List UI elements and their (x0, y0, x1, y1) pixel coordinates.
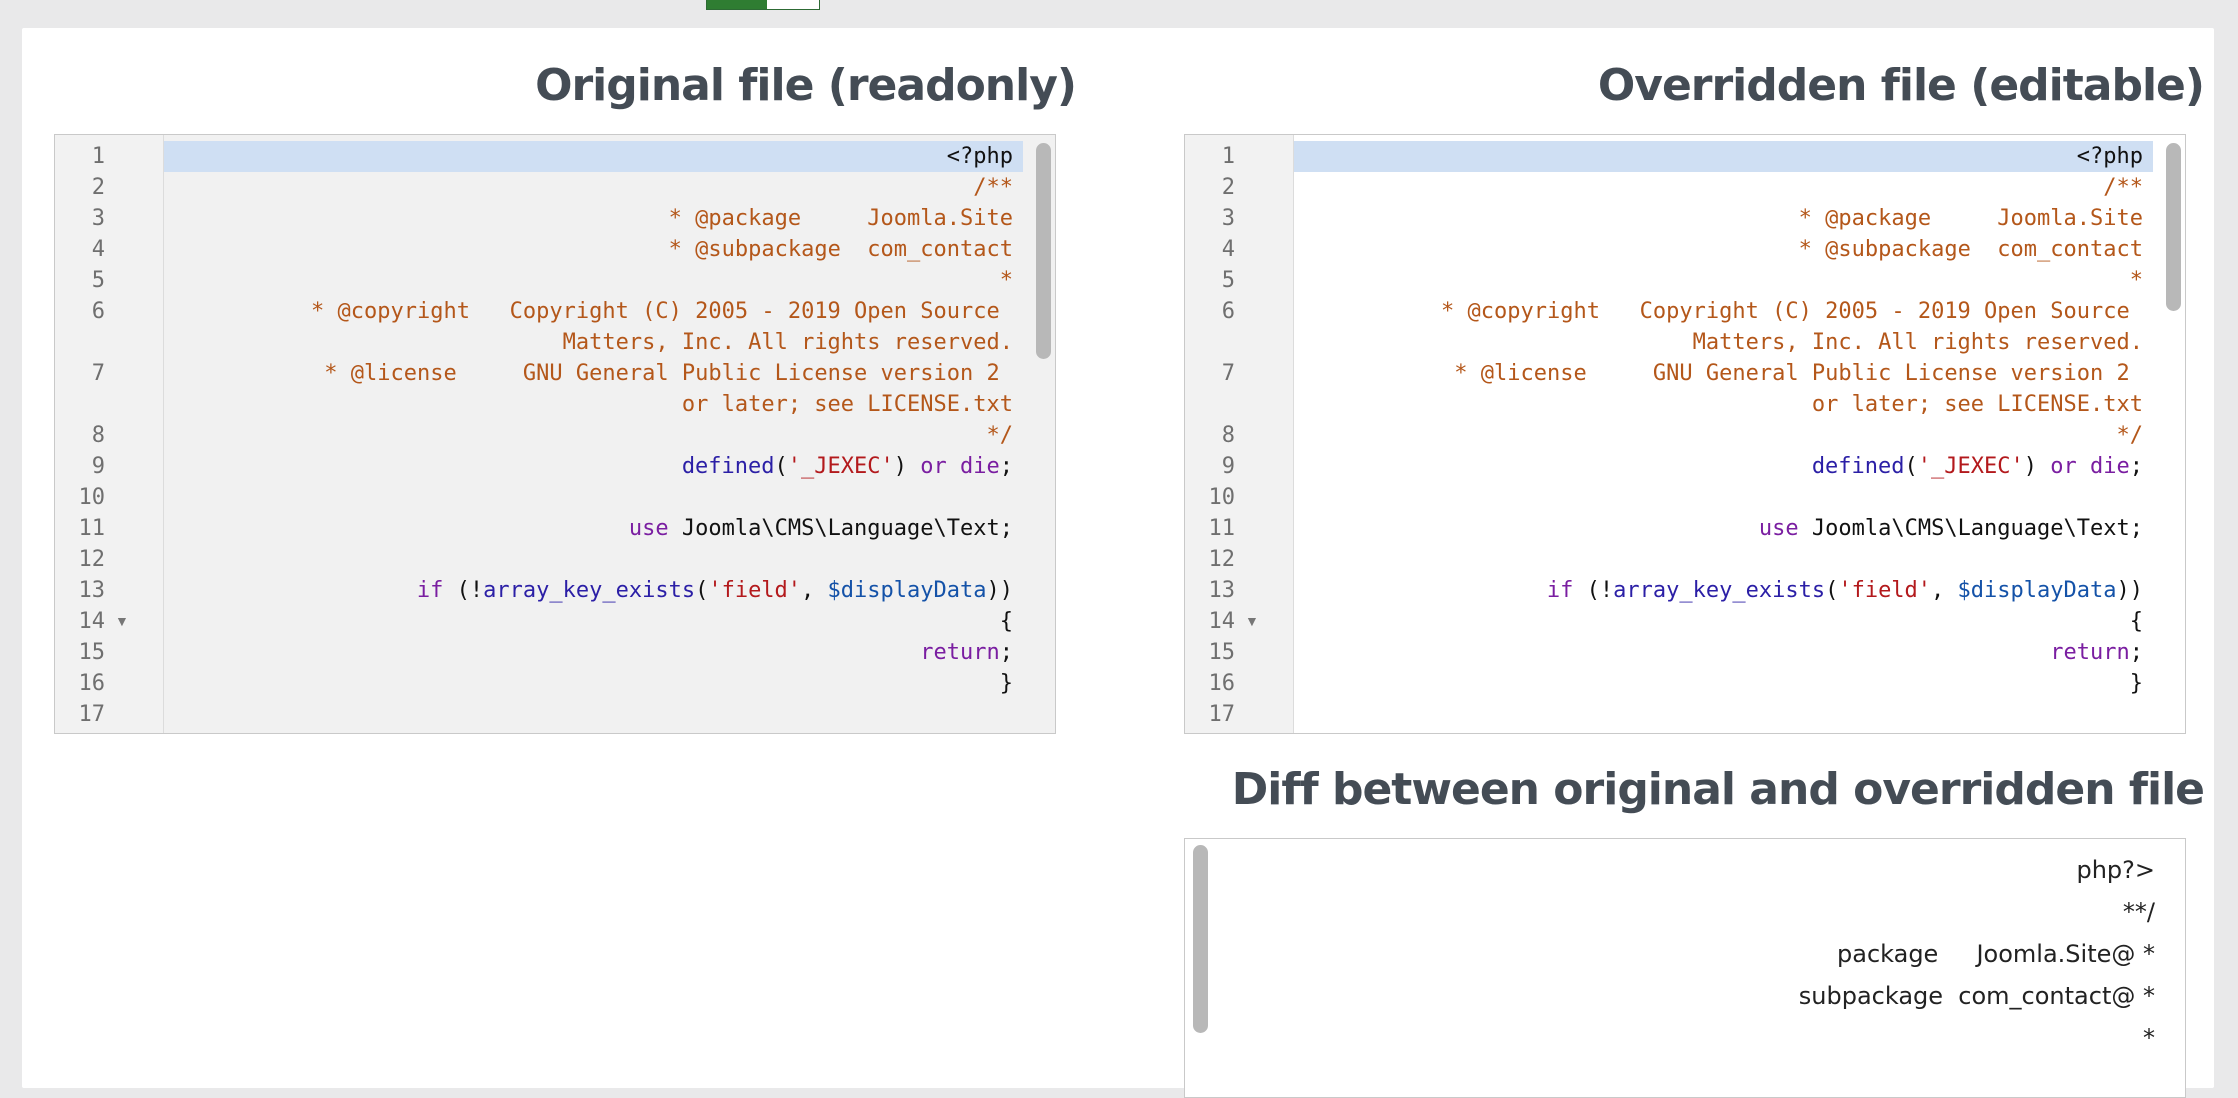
code-line: Matters, Inc. All rights reserved. (562, 330, 1013, 355)
code-line: if (!array_key_exists('field', $displayD… (416, 578, 1013, 603)
line-number: 10 (1208, 485, 1236, 510)
code-line: or later; see LICENSE.txt (681, 392, 1013, 417)
line-number: 15 (78, 640, 106, 665)
code-line: } (999, 671, 1013, 696)
toggle-switch[interactable] (706, 0, 820, 10)
code-line: * @package Joomla.Site (1798, 206, 2143, 231)
line-number: 7 (1221, 361, 1235, 386)
code-line: <?php (946, 144, 1013, 169)
line-number: 14 (1208, 609, 1236, 634)
line-number: 1 (91, 144, 105, 169)
code-line: */ (986, 423, 1014, 448)
code-content[interactable]: <?php /** * @package Joomla.Site * @subp… (1294, 135, 2185, 733)
line-number: 8 (91, 423, 105, 448)
line-number: 3 (1221, 206, 1235, 231)
line-number: 14 (78, 609, 106, 634)
line-number: 6 (91, 299, 105, 324)
code-line: * @subpackage com_contact (668, 237, 1013, 262)
line-number: 16 (78, 671, 106, 696)
code-line: * (2129, 268, 2143, 293)
line-number-gutter: 1 2 3 4 5 6 7 8 9 10 11 12 13 14 ▼ 15 16… (1185, 135, 1294, 733)
line-number: 13 (1208, 578, 1236, 603)
code-line: /** (2103, 175, 2143, 200)
line-number: 16 (1208, 671, 1236, 696)
line-number: 4 (1221, 237, 1235, 262)
line-number: 11 (1208, 516, 1236, 541)
code-line: or later; see LICENSE.txt (1811, 392, 2143, 417)
code-line: defined('_JEXEC') or die; (681, 454, 1013, 479)
active-line-highlight (1294, 141, 2153, 172)
line-number: 9 (91, 454, 105, 479)
code-line: * @copyright Copyright (C) 2005 - 2019 O… (1441, 299, 2143, 324)
code-line: use Joomla\CMS\Language\Text; (628, 516, 1013, 541)
toggle-on-segment (707, 0, 767, 9)
original-code-editor[interactable]: 1 2 3 4 5 6 7 8 9 10 11 12 13 14 ▼ 15 16… (54, 134, 1056, 734)
code-line: * @copyright Copyright (C) 2005 - 2019 O… (311, 299, 1013, 324)
line-number: 17 (1208, 702, 1236, 727)
line-number: 7 (91, 361, 105, 386)
code-line: { (2129, 609, 2143, 634)
code-line: { (999, 609, 1013, 634)
code-line: * @license GNU General Public License ve… (324, 361, 1013, 386)
overridden-code-editor[interactable]: 1 2 3 4 5 6 7 8 9 10 11 12 13 14 ▼ 15 16… (1184, 134, 2186, 734)
line-number: 5 (1221, 268, 1235, 293)
code-line: defined('_JEXEC') or die; (1811, 454, 2143, 479)
fold-arrow-icon[interactable]: ▼ (1245, 613, 1259, 629)
line-number: 3 (91, 206, 105, 231)
line-number: 2 (1221, 175, 1235, 200)
vertical-scrollbar[interactable] (2166, 143, 2181, 311)
fold-arrow-icon[interactable]: ▼ (115, 613, 129, 629)
line-number: 2 (91, 175, 105, 200)
vertical-scrollbar[interactable] (1036, 143, 1051, 359)
line-number-gutter: 1 2 3 4 5 6 7 8 9 10 11 12 13 14 ▼ 15 16… (55, 135, 164, 733)
line-number: 15 (1208, 640, 1236, 665)
code-line: * @subpackage com_contact (1798, 237, 2143, 262)
original-file-heading: Original file (readonly) (535, 60, 1077, 111)
overridden-file-heading: Overridden file (editable) (1597, 60, 2205, 111)
code-content[interactable]: <?php /** * @package Joomla.Site * @subp… (164, 135, 1055, 733)
code-line: use Joomla\CMS\Language\Text; (1758, 516, 2143, 541)
code-line: /** (973, 175, 1013, 200)
diff-line: subpackage com_contact@ * (1798, 982, 2155, 1010)
line-number: 11 (78, 516, 106, 541)
code-line: return; (920, 640, 1013, 665)
line-number: 5 (91, 268, 105, 293)
diff-panel[interactable]: php?> **/ package Joomla.Site@ * subpack… (1184, 838, 2186, 1098)
line-number: 8 (1221, 423, 1235, 448)
line-number: 10 (78, 485, 106, 510)
code-line: } (2129, 671, 2143, 696)
line-number: 17 (78, 702, 106, 727)
code-line: Matters, Inc. All rights reserved. (1692, 330, 2143, 355)
diff-line: **/ (2122, 898, 2155, 926)
line-number: 9 (1221, 454, 1235, 479)
line-number: 6 (1221, 299, 1235, 324)
code-line: * @license GNU General Public License ve… (1454, 361, 2143, 386)
diff-line: php?> (2076, 856, 2155, 884)
code-line: if (!array_key_exists('field', $displayD… (1546, 578, 2143, 603)
line-number: 12 (78, 547, 106, 572)
diff-vertical-scrollbar[interactable] (1193, 845, 1208, 1033)
content-card: Original file (readonly) Overridden file… (22, 28, 2214, 1098)
code-line: */ (2116, 423, 2144, 448)
code-line: return; (2050, 640, 2143, 665)
diff-line: package Joomla.Site@ * (1837, 940, 2155, 968)
line-number: 13 (78, 578, 106, 603)
line-number: 1 (1221, 144, 1235, 169)
line-number: 4 (91, 237, 105, 262)
code-line: * (999, 268, 1013, 293)
code-line: * @package Joomla.Site (668, 206, 1013, 231)
line-number: 12 (1208, 547, 1236, 572)
active-line-highlight (164, 141, 1023, 172)
diff-line: * (2143, 1024, 2155, 1052)
code-line: <?php (2076, 144, 2143, 169)
diff-heading: Diff between original and overridden fil… (1231, 764, 2205, 815)
